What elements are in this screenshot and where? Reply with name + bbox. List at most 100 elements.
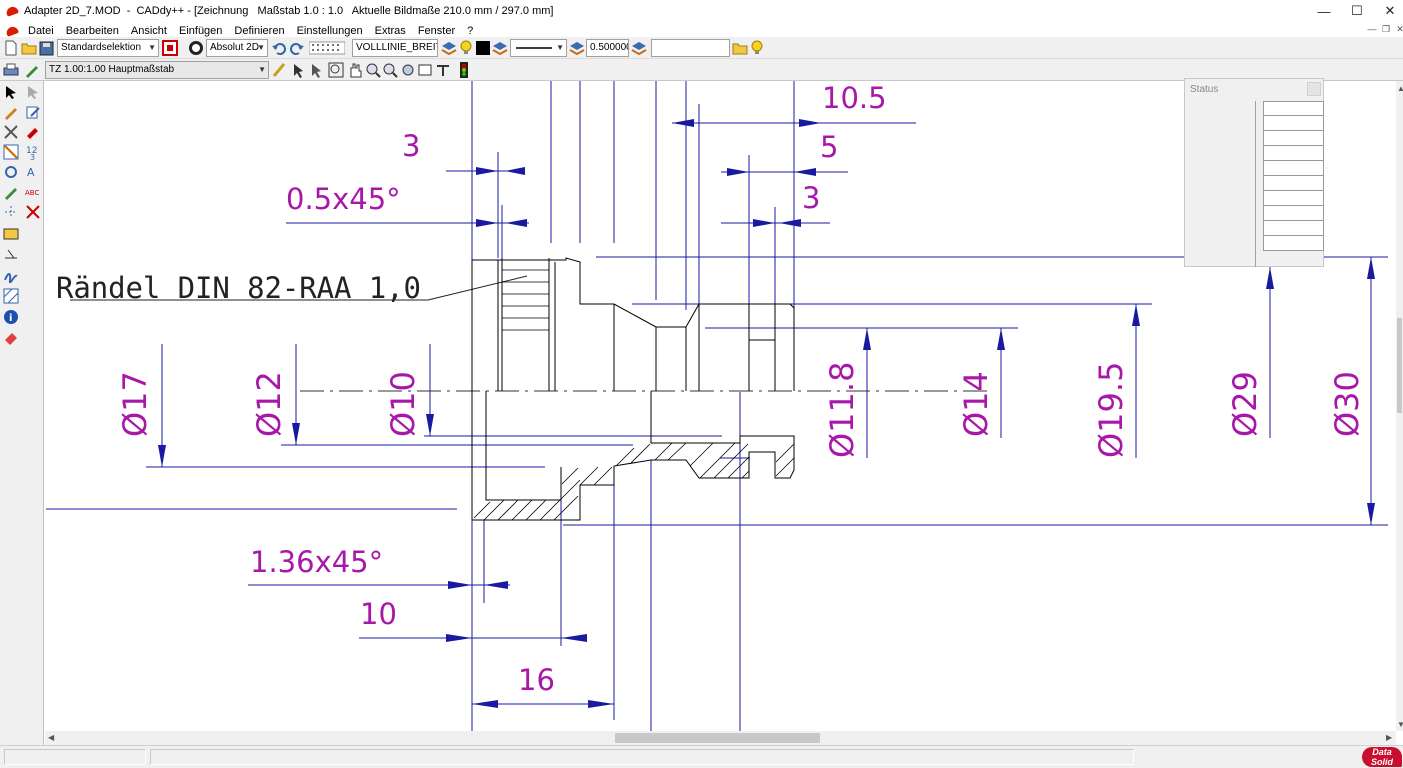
traffic-light-icon[interactable] xyxy=(456,62,472,78)
layer-bulb-icon[interactable] xyxy=(749,40,765,56)
info-icon[interactable]: i xyxy=(2,308,20,326)
menu-einfuegen[interactable]: Einfügen xyxy=(178,25,223,37)
scroll-left-icon[interactable]: ◀ xyxy=(48,733,55,742)
mdi-restore-icon[interactable]: ❐ xyxy=(1381,24,1391,34)
open-folder-icon[interactable] xyxy=(21,40,37,56)
dim-dia-30: Ø30 xyxy=(1328,371,1366,437)
new-file-icon[interactable] xyxy=(3,40,19,56)
menu-fenster[interactable]: Fenster xyxy=(417,25,456,37)
status-panel-left-pane xyxy=(1185,101,1256,267)
menu-ansicht[interactable]: Ansicht xyxy=(130,25,167,37)
mdi-close-icon[interactable]: ✕ xyxy=(1396,24,1403,34)
status-panel-cell xyxy=(1263,191,1324,206)
status-panel[interactable]: Status xyxy=(1184,78,1324,267)
snap-points-icon[interactable] xyxy=(2,203,20,221)
zoom-in-icon[interactable] xyxy=(365,62,381,78)
brand-logo: Data Solid xyxy=(1362,747,1402,767)
horizontal-scroll-thumb[interactable] xyxy=(615,733,820,743)
line-type-field[interactable]: VOLLLINIE_BREIT xyxy=(352,39,438,57)
select-filter-icon[interactable] xyxy=(162,40,178,56)
delete-icon[interactable] xyxy=(24,203,42,221)
text-icon[interactable]: A xyxy=(24,163,42,181)
edit-icon[interactable] xyxy=(24,103,42,121)
hatch-tool-icon[interactable] xyxy=(2,245,20,263)
maximize-button[interactable]: ☐ xyxy=(1351,3,1363,18)
tools-icon[interactable] xyxy=(2,123,20,141)
menu-help[interactable]: ? xyxy=(467,25,474,37)
status-panel-cell xyxy=(1263,176,1324,191)
save-icon[interactable] xyxy=(38,40,54,56)
close-button[interactable]: ✕ xyxy=(1384,3,1396,18)
pick-point-icon[interactable] xyxy=(291,62,307,78)
app-icon[interactable] xyxy=(4,5,20,17)
zoom-out-icon[interactable] xyxy=(382,62,398,78)
select-alt-icon[interactable] xyxy=(24,83,42,101)
selection-mode-value: Standardselektion xyxy=(61,42,142,53)
status-panel-cell xyxy=(1263,146,1324,161)
dimension-icon[interactable] xyxy=(2,224,20,242)
mdi-minimize-icon[interactable]: — xyxy=(1367,24,1377,34)
dim-dia-11-8: Ø11.8 xyxy=(823,362,861,458)
print-icon[interactable] xyxy=(3,62,19,78)
grid-pattern-icon[interactable] xyxy=(309,40,345,56)
coord-mode-dropdown[interactable]: Absolut 2D▼ xyxy=(206,39,268,57)
redraw-icon[interactable] xyxy=(435,62,451,78)
section-hatching xyxy=(473,442,795,521)
line-style-dropdown[interactable]: ▼ xyxy=(510,39,567,57)
menu-datei[interactable]: Datei xyxy=(28,25,54,37)
measure-icon[interactable] xyxy=(309,62,325,78)
scroll-right-icon[interactable]: ▶ xyxy=(1386,733,1393,742)
svg-text:ABC: ABC xyxy=(25,189,39,197)
window-title: Adapter 2D_7.MOD - CADdy++ - [Zeichnung … xyxy=(24,5,554,17)
status-pane-2 xyxy=(150,749,1134,765)
status-panel-close-button[interactable] xyxy=(1307,82,1321,96)
lightbulb-icon[interactable] xyxy=(458,40,474,56)
pan-hand-icon[interactable] xyxy=(347,62,363,78)
line-width-field[interactable]: 0.500000 xyxy=(586,39,629,57)
layers-icon[interactable] xyxy=(441,40,457,56)
rotate-icon[interactable] xyxy=(2,163,20,181)
dim-dia-14: Ø14 xyxy=(957,371,995,437)
layer-name-field[interactable] xyxy=(651,39,730,57)
modify-icon[interactable] xyxy=(24,123,42,141)
construct-icon[interactable] xyxy=(2,143,20,161)
scale-pen-icon[interactable] xyxy=(24,62,40,78)
zoom-frame-icon[interactable] xyxy=(328,62,344,78)
menu-einstellungen[interactable]: Einstellungen xyxy=(296,25,363,37)
status-panel-title: Status xyxy=(1190,84,1219,95)
pen-layers-icon[interactable] xyxy=(492,40,508,56)
hatch-pattern-icon[interactable] xyxy=(2,287,20,305)
selection-mode-dropdown[interactable]: Standardselektion▼ xyxy=(57,39,159,57)
status-panel-cell xyxy=(1263,101,1324,116)
undo-icon[interactable] xyxy=(271,40,287,56)
redo-icon[interactable] xyxy=(289,40,305,56)
scroll-up-icon[interactable]: ▲ xyxy=(1397,84,1403,93)
menu-bearbeiten[interactable]: Bearbeiten xyxy=(65,25,119,37)
select-arrow-icon[interactable] xyxy=(2,83,20,101)
document-icon[interactable] xyxy=(4,25,20,37)
zoom-window-icon[interactable] xyxy=(272,62,288,78)
zoom-all-icon[interactable] xyxy=(400,62,416,78)
minimize-button[interactable]: — xyxy=(1317,3,1331,19)
abc-text-icon[interactable]: ABC xyxy=(24,183,42,201)
vertical-scroll-thumb[interactable] xyxy=(1397,318,1402,413)
eraser-icon[interactable] xyxy=(2,329,20,347)
dim-5: 5 xyxy=(820,130,838,164)
scale-dropdown[interactable]: TZ 1.00:1.00 Hauptmaßstab▼ xyxy=(45,61,269,79)
folder-layers-icon[interactable] xyxy=(732,40,748,56)
drawing-canvas[interactable]: 10.5 3 5 0.5x45° 3 Rändel DIN 82-RAA 1,0… xyxy=(45,81,1396,731)
zoom-previous-icon[interactable] xyxy=(417,62,433,78)
coordinate-globe-icon[interactable] xyxy=(188,40,204,56)
menu-definieren[interactable]: Definieren xyxy=(234,25,285,37)
linewidth-layers-icon[interactable] xyxy=(569,40,585,56)
draw-line-icon[interactable] xyxy=(2,103,20,121)
menu-extras[interactable]: Extras xyxy=(374,25,406,37)
signature-icon[interactable] xyxy=(2,266,20,284)
dim-dia-17: Ø17 xyxy=(116,371,154,437)
width-layers-icon[interactable] xyxy=(631,40,647,56)
color-swatch-icon[interactable] xyxy=(475,40,491,56)
scroll-down-icon[interactable]: ▼ xyxy=(1397,720,1403,729)
pencil-icon[interactable] xyxy=(2,183,20,201)
